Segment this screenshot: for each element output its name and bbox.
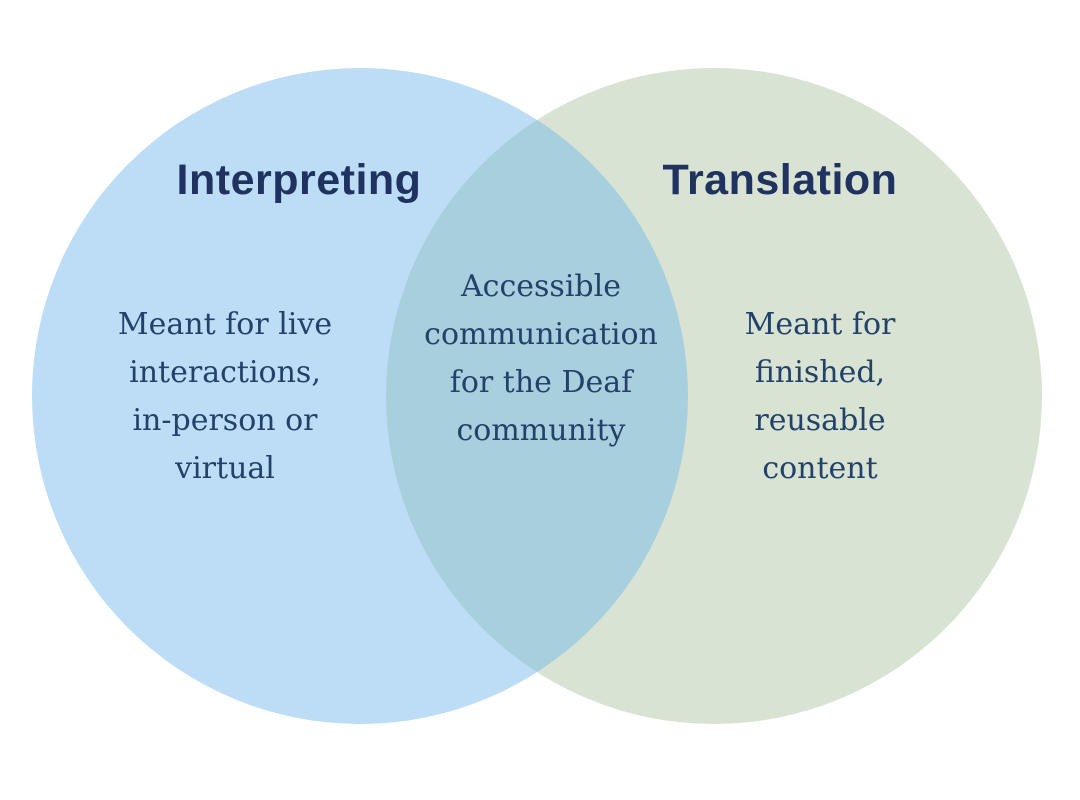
overlap-region xyxy=(386,68,688,724)
overlap-description-line: communication xyxy=(424,317,658,352)
left-circle-description: Meant for live interactions, in-person o… xyxy=(65,301,385,493)
left-description-line: Meant for live xyxy=(117,307,333,342)
overlap-description: Accessible communication for the Deaf co… xyxy=(381,263,701,455)
overlap-description-line: for the Deaf xyxy=(449,365,633,400)
right-description-line: Meant for xyxy=(744,307,896,342)
right-description-line: finished, xyxy=(754,355,886,390)
overlap-description-line: community xyxy=(456,413,626,448)
right-description-line: reusable xyxy=(754,403,886,438)
right-circle-description: Meant for finished, reusable content xyxy=(670,301,970,493)
overlap-description-line: Accessible xyxy=(461,269,621,304)
right-description-line: content xyxy=(762,451,878,486)
left-description-line: in-person or xyxy=(132,403,318,438)
left-circle-title: Interpreting xyxy=(176,156,422,204)
left-description-line: virtual xyxy=(175,451,275,486)
right-circle-title: Translation xyxy=(662,156,898,204)
left-description-line: interactions, xyxy=(129,355,321,390)
